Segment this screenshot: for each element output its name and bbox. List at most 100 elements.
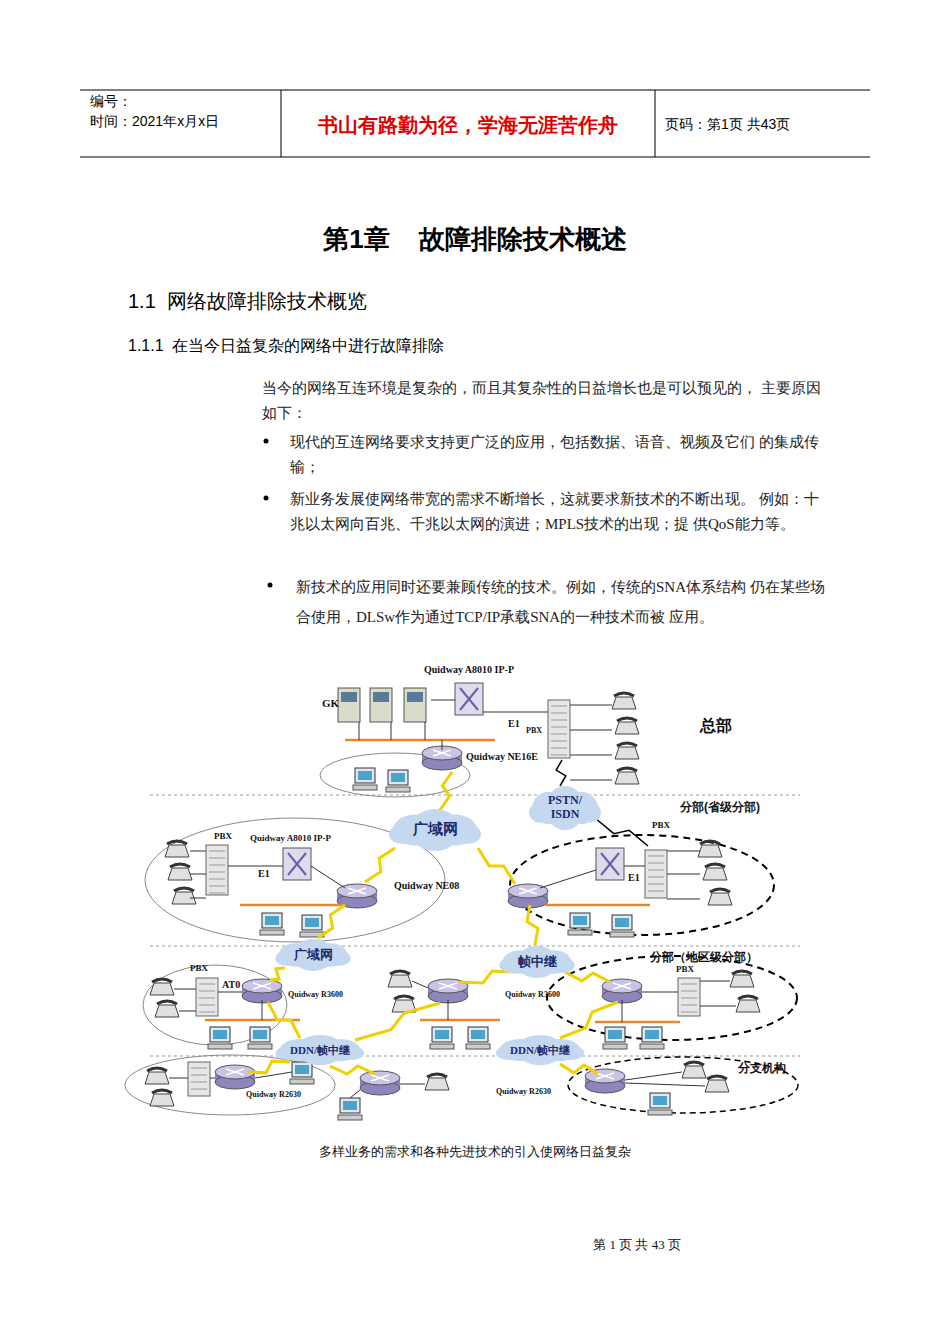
- bullet-dot: [268, 583, 273, 588]
- link-bolt: [355, 1003, 440, 1040]
- document-text: 1.1.1 在当今日益复杂的网络中进行故障排除: [128, 336, 444, 355]
- cloud-label: DDN/帧中继: [510, 1044, 570, 1057]
- rule-line: [570, 780, 612, 781]
- rule-line: [391, 722, 392, 740]
- group-outline: [547, 956, 797, 1040]
- phone-icon: [145, 1068, 169, 1084]
- rule-line: [80, 157, 870, 158]
- router-icon: [215, 1065, 255, 1089]
- pc-icon: [430, 1027, 454, 1049]
- pc-icon: [640, 1027, 664, 1049]
- link-bolt: [565, 972, 610, 982]
- rule-line: [625, 1083, 705, 1086]
- phone-icon: [150, 1090, 174, 1106]
- link-bolt: [478, 848, 515, 884]
- rule-line: [190, 874, 206, 875]
- link-bolt: [560, 1064, 598, 1074]
- pc-icon: [610, 915, 634, 937]
- rule-line: [540, 870, 596, 888]
- rule-line: [80, 90, 870, 91]
- rule-line: [190, 851, 206, 852]
- diagram-label: PBX: [526, 726, 542, 736]
- diagram-label: 分支机构: [738, 1061, 786, 1075]
- rule-line: [174, 989, 196, 990]
- link-bolt: [330, 1066, 375, 1074]
- document-text: 编号：: [90, 93, 132, 110]
- group-outline: [568, 1057, 798, 1113]
- diagram-label: E1: [628, 872, 640, 884]
- diagram-label: PBX: [214, 831, 232, 842]
- pc-icon: [300, 915, 324, 937]
- phone-icon: [172, 888, 196, 904]
- cloud-label: PSTN/ ISDN: [543, 794, 587, 822]
- router-icon: [242, 979, 282, 1003]
- document-text: 书山有路勤为径，学海无涯苦作舟: [318, 113, 618, 137]
- phone-icon: [155, 1001, 179, 1017]
- pc-icon: [386, 770, 410, 792]
- diagram-label: 分部（地区级分部）: [650, 950, 758, 964]
- phone-icon: [730, 971, 754, 987]
- router-icon: [360, 1071, 400, 1095]
- rule-line: [642, 992, 678, 993]
- document-text: 时间：2021年x月x日: [90, 113, 219, 130]
- phone-icon: [705, 1076, 729, 1092]
- cloud-label: 广域网: [294, 948, 333, 963]
- link-bolt: [440, 772, 452, 810]
- rule-line: [483, 712, 548, 713]
- pbx-icon: [196, 978, 218, 1016]
- pc-icon: [290, 1062, 314, 1084]
- network-cloud: 广域网: [385, 809, 485, 851]
- server-icon: [338, 688, 360, 722]
- phone-icon: [615, 743, 639, 759]
- network-cloud: DDN/帧中继: [272, 1035, 368, 1065]
- phone-icon: [736, 996, 760, 1012]
- rule-line: [425, 722, 426, 740]
- rule-line: [190, 898, 206, 899]
- rule-line: [624, 866, 645, 867]
- link-bolt: [460, 971, 515, 983]
- document-text: 现代的互连网络要求支持更广泛的应用，包括数据、语音、视频及它们 的集成传输；: [290, 430, 830, 480]
- group-outline: [125, 1055, 335, 1115]
- rule-line: [655, 90, 656, 157]
- pc-icon: [353, 768, 377, 790]
- diagram-label: 总部: [700, 716, 732, 735]
- phone-icon: [425, 1074, 449, 1090]
- server-icon: [404, 688, 426, 722]
- rule-line: [179, 1011, 196, 1012]
- rule-line: [667, 899, 700, 900]
- diagram-label: E1: [508, 718, 520, 730]
- phone-icon: [615, 768, 639, 784]
- rule-line: [400, 1084, 425, 1085]
- pc-icon: [208, 1027, 232, 1049]
- diagram-label: Quidway R2630: [246, 1090, 301, 1100]
- pc-icon: [568, 913, 592, 935]
- phone-icon: [165, 841, 189, 857]
- phone-icon: [150, 979, 174, 995]
- diagram-label: Quidway R3600: [505, 990, 560, 1000]
- cloud-label: DDN/帧中继: [290, 1044, 350, 1057]
- link-bolt: [365, 848, 395, 882]
- diagram-label: Quidway R2630: [496, 1087, 551, 1097]
- figure-caption: 多样业务的需求和各种先进技术的引入使网络日益复杂: [319, 1144, 631, 1160]
- rule-line: [622, 1000, 623, 1022]
- rule-line: [595, 1021, 680, 1024]
- server-icon: [370, 688, 392, 722]
- rule-line: [570, 730, 612, 731]
- rule-line: [420, 1019, 500, 1022]
- diagram-label: E1: [258, 868, 270, 880]
- diagram-label: PBX: [190, 963, 208, 974]
- pc-icon: [603, 1027, 627, 1049]
- group-outline: [510, 835, 774, 935]
- rule-line: [150, 795, 800, 796]
- pc-icon: [338, 1098, 362, 1120]
- pc-icon: [260, 913, 284, 935]
- link-bolt: [270, 968, 285, 980]
- rule-line: [412, 981, 428, 988]
- pbx-icon: [548, 700, 570, 758]
- diagram-label: Quidway R3600: [288, 990, 343, 1000]
- diagram-label: Quidway NE08: [394, 880, 459, 892]
- rule-line: [281, 90, 282, 157]
- bullet-dot: [264, 496, 269, 501]
- phone-icon: [703, 864, 727, 880]
- link-bolt: [527, 905, 538, 945]
